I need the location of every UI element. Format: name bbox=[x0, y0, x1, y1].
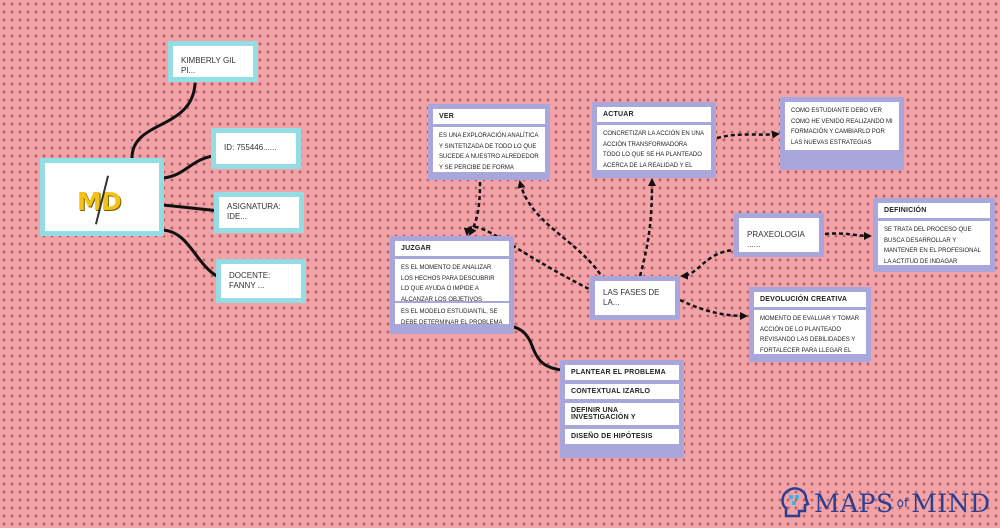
arrow-praxeologia-definicion bbox=[824, 231, 872, 240]
name-node[interactable]: KIMBERLY GIL PI... bbox=[168, 41, 258, 82]
subject-label: ASIGNATURA: IDE... bbox=[219, 197, 299, 228]
plantear-item: PLANTEAR EL PROBLEMA bbox=[565, 365, 679, 380]
devolucion-title: DEVOLUCIÓN CREATIVA bbox=[754, 292, 866, 307]
definicion-title: DEFINICIÓN bbox=[878, 203, 990, 218]
teacher-node[interactable]: DOCENTE: FANNY ... bbox=[216, 259, 306, 303]
brand-maps: MAPS bbox=[814, 488, 894, 518]
juzgar-text-2: ES EL MODELO ESTUDIANTIL, SE DEBE DETERM… bbox=[395, 303, 509, 324]
ver-node[interactable]: VER ES UNA EXPLORACIÓN ANALÍTICA Y SINTE… bbox=[428, 104, 550, 180]
plantear-item: DEFINIR UNA INVESTIGACIÓN Y bbox=[565, 403, 679, 425]
praxeologia-node[interactable]: PRAXEOLOGIA ...... bbox=[734, 213, 824, 257]
name-label: KIMBERLY GIL PI... bbox=[173, 46, 253, 77]
juzgar-node[interactable]: JUZGAR ES EL MOMENTO DE ANALIZAR LOS HEC… bbox=[390, 236, 514, 334]
brand-of: of bbox=[896, 496, 909, 510]
arrow-fases-devolucion bbox=[679, 298, 748, 320]
actuar-title: ACTUAR bbox=[597, 107, 711, 122]
praxeologia-label: PRAXEOLOGIA ...... bbox=[739, 218, 819, 252]
head-icon bbox=[781, 487, 810, 518]
fases-node[interactable]: LAS FASES DE LA... bbox=[590, 276, 680, 320]
maps-of-mind-logo: MAPS of MIND bbox=[780, 486, 991, 520]
estudiante-node[interactable]: COMO ESTUDIANTE DEBO VER COMO HE VENIDO … bbox=[780, 97, 904, 170]
connector-center-id bbox=[161, 154, 215, 180]
juzgar-title: JUZGAR bbox=[395, 241, 509, 256]
arrow-fases-ver bbox=[517, 180, 606, 281]
plantear-item: DISEÑO DE HIPÓTESIS bbox=[565, 429, 679, 444]
connector-juzgar-plantear bbox=[503, 323, 564, 372]
subject-node[interactable]: ASIGNATURA: IDE... bbox=[214, 192, 304, 233]
brand-mind: MIND bbox=[911, 488, 991, 518]
devolucion-text: MOMENTO DE EVALUAR Y TOMAR ACCIÓN DE LO … bbox=[754, 310, 866, 354]
center-logo-node[interactable]: MD bbox=[40, 158, 164, 236]
arrow-actuar-estudiante bbox=[716, 130, 780, 140]
devolucion-node[interactable]: DEVOLUCIÓN CREATIVA MOMENTO DE EVALUAR Y… bbox=[749, 287, 871, 362]
connector-center-name bbox=[130, 82, 197, 160]
arrow-ver-juzgar bbox=[468, 181, 482, 236]
actuar-node[interactable]: ACTUAR CONCRETIZAR LA ACCIÓN EN UNA ACCI… bbox=[592, 102, 716, 178]
connector-center-teacher bbox=[161, 228, 222, 280]
actuar-text: CONCRETIZAR LA ACCIÓN EN UNA ACCIÓN TRAN… bbox=[597, 125, 711, 170]
id-node[interactable]: ID: 755446...... bbox=[211, 128, 301, 169]
id-label: ID: 755446...... bbox=[216, 133, 296, 164]
definicion-node[interactable]: DEFINICIÓN SE TRATA DEL PROCESO QUE BUSC… bbox=[873, 198, 995, 272]
plantear-node[interactable]: PLANTEAR EL PROBLEMA CONTEXTUAL IZARLO D… bbox=[560, 360, 684, 458]
ver-text: ES UNA EXPLORACIÓN ANALÍTICA Y SINTETIZA… bbox=[433, 127, 545, 172]
juzgar-text-1: ES EL MOMENTO DE ANALIZAR LOS HECHOS PAR… bbox=[395, 259, 509, 301]
estudiante-text: COMO ESTUDIANTE DEBO VER COMO HE VENIDO … bbox=[785, 102, 899, 150]
arrow-praxeologia-fases bbox=[680, 248, 739, 280]
fases-label: LAS FASES DE LA... bbox=[595, 281, 675, 315]
arrow-fases-actuar bbox=[638, 178, 656, 277]
definicion-text: SE TRATA DEL PROCESO QUE BUSCA DESARROLL… bbox=[878, 221, 990, 265]
connector-center-subject bbox=[161, 203, 222, 213]
plantear-item: CONTEXTUAL IZARLO bbox=[565, 384, 679, 399]
ver-title: VER bbox=[433, 109, 545, 124]
teacher-label: DOCENTE: FANNY ... bbox=[221, 264, 301, 298]
